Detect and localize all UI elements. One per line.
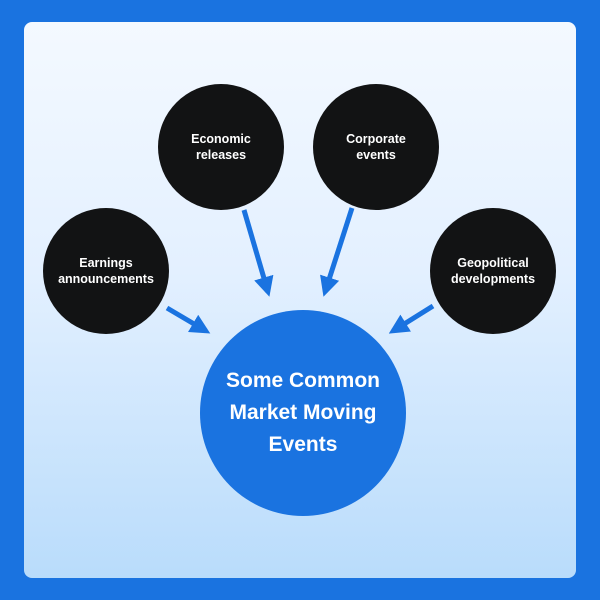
center-node-label: Some Common Market Moving Events: [225, 369, 380, 456]
arrow-geopolitical-to-center: [388, 303, 435, 334]
arrow-earnings-to-center: [165, 305, 211, 334]
node-geopolitical-developments: Geopolitical developments: [430, 208, 556, 334]
node-economic-releases-label: Economic releases: [191, 132, 251, 162]
node-earnings-announcements: Earnings announcements: [43, 208, 169, 334]
center-node: Some Common Market Moving Events: [200, 310, 406, 516]
node-geopolitical-developments-label: Geopolitical developments: [450, 256, 536, 286]
node-corporate-events: Corporate events: [313, 84, 439, 210]
node-economic-releases: Economic releases: [158, 84, 284, 210]
arrow-economic-to-center: [241, 209, 274, 297]
arrow-corporate-to-center: [320, 207, 355, 297]
node-corporate-events-label: Corporate events: [346, 132, 406, 162]
node-earnings-announcements-label: Earnings announcements: [58, 256, 154, 286]
